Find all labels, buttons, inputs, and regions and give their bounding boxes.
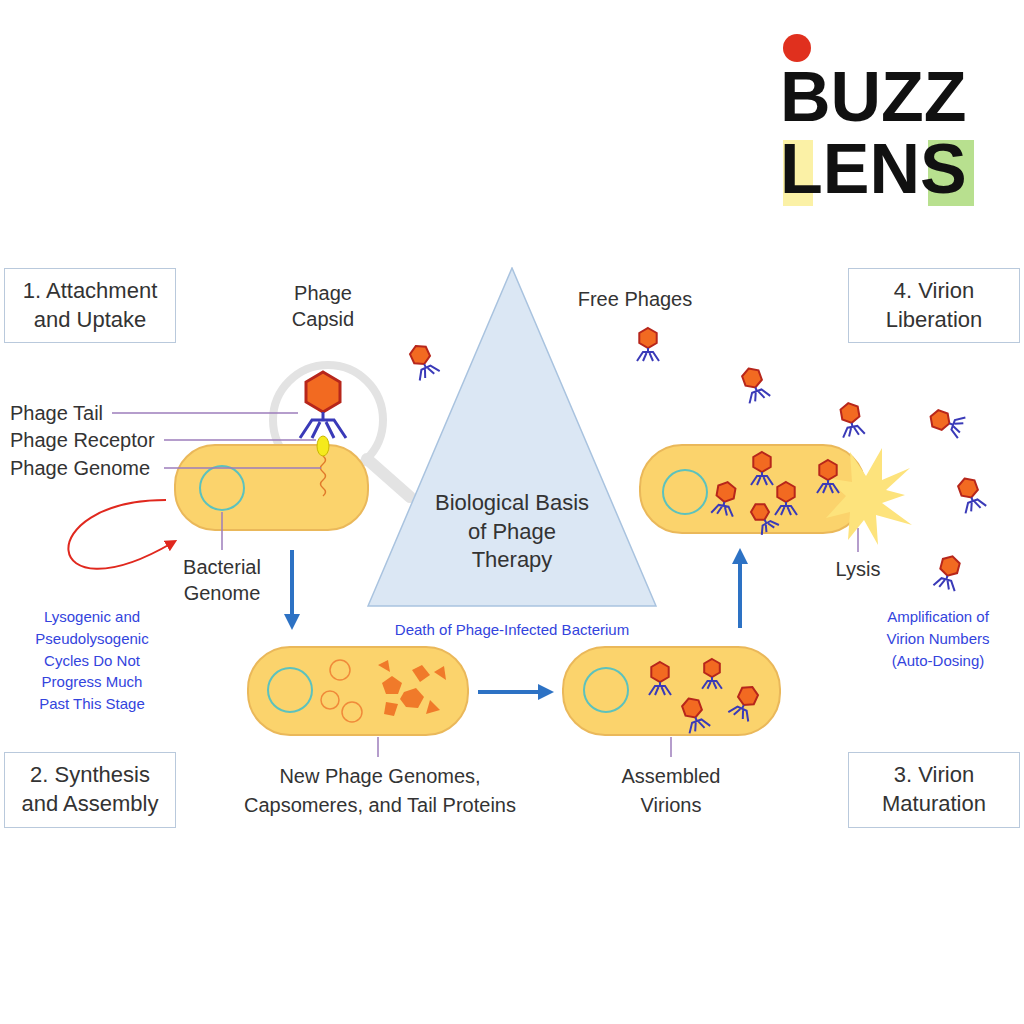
note: Amplification of Virion Numbers (Auto-Do… (882, 606, 994, 671)
note: Death of Phage-Infected Bacterium (362, 620, 662, 640)
center-title: Biological Basis of Phage Therapy (429, 489, 595, 575)
capsomeres (378, 660, 446, 716)
part-label: Assembled Virions (616, 762, 726, 820)
logo-text: BUZZ (780, 62, 980, 132)
bacterium (563, 647, 780, 735)
phage (637, 328, 659, 361)
basis-triangle: Biological Basis of Phage Therapy (367, 267, 657, 607)
stage-box: 1. Attachment and Uptake (4, 268, 176, 343)
phage (649, 662, 671, 695)
logo-dot (783, 34, 811, 62)
cycle-arrow (290, 550, 294, 622)
part-label: Phage Tail (10, 400, 110, 426)
phage (775, 482, 797, 515)
note: Lysogenic and Pseudolysogenic Cycles Do … (26, 606, 158, 715)
bacterium (640, 445, 865, 533)
bacterial-genome (584, 668, 628, 712)
phage-receptor (317, 436, 329, 456)
logo-text: LENS (780, 134, 980, 204)
part-label: Phage Genome (10, 455, 162, 481)
bacterial-genome (268, 668, 312, 712)
stage-box: 4. Virion Liberation (848, 268, 1020, 343)
bacterium (175, 445, 368, 530)
bacterium (248, 647, 468, 735)
phage (954, 475, 986, 514)
cycle-arrow (738, 556, 742, 628)
lysogenic-arrow (68, 500, 172, 569)
stage-box: 2. Synthesis and Assembly (4, 752, 176, 828)
part-label: Phage Receptor (10, 427, 162, 453)
part-label: Phage Capsid (278, 280, 368, 332)
part-label: New Phage Genomes, Capsomeres, and Tail … (230, 762, 530, 820)
phage (817, 460, 839, 493)
phage-capsid (306, 372, 340, 412)
phage (738, 365, 770, 404)
phage (933, 553, 963, 591)
stage-title: 3. Virion Maturation (857, 761, 1011, 818)
phage (678, 695, 710, 734)
phage (711, 480, 738, 516)
part-label: Lysis (823, 556, 893, 582)
stage-box: 3. Virion Maturation (848, 752, 1020, 828)
phage-tail (300, 420, 346, 438)
phage (837, 401, 864, 437)
lysis-burst (826, 448, 912, 545)
stage-title: 2. Synthesis and Assembly (13, 761, 167, 818)
new-phage-genomes (321, 660, 362, 722)
phage-genome (321, 456, 326, 496)
stage-title: 1. Attachment and Uptake (13, 277, 167, 334)
phage (751, 452, 773, 485)
bacterial-genome (663, 470, 707, 514)
phage (747, 499, 779, 535)
magnifier-handle (367, 459, 410, 497)
part-label: Free Phages (565, 286, 705, 312)
bacterial-genome (200, 466, 244, 510)
phage (406, 341, 440, 380)
part-label: Bacterial Genome (167, 554, 277, 606)
cycle-arrow (478, 690, 546, 694)
phage (728, 682, 762, 721)
phage (927, 406, 966, 438)
phage (702, 659, 722, 689)
stage-title: 4. Virion Liberation (857, 277, 1011, 334)
